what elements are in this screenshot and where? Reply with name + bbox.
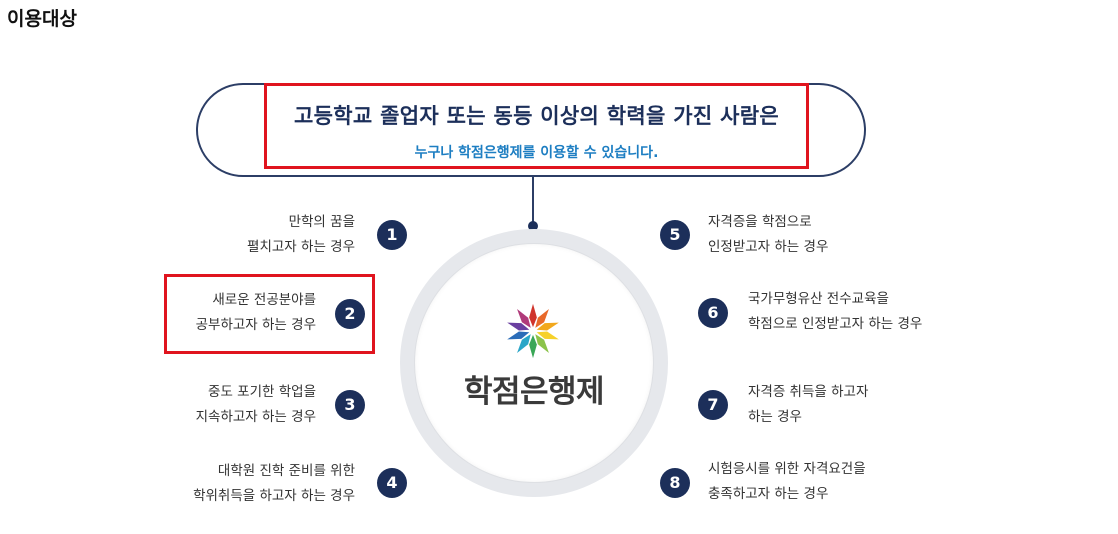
item-1-badge: 1 bbox=[377, 220, 407, 250]
credit-bank-logo-icon bbox=[507, 303, 559, 359]
item-7-badge: 7 bbox=[698, 390, 728, 420]
item-6-badge: 6 bbox=[698, 298, 728, 328]
item-4-badge: 4 bbox=[377, 468, 407, 498]
item-8-badge: 8 bbox=[660, 468, 690, 498]
banner-headline: 고등학교 졸업자 또는 동등 이상의 학력을 가진 사람은 bbox=[294, 104, 779, 128]
highlight-box-item-2 bbox=[164, 274, 375, 354]
banner-subline: 누구나 학점은행제를 이용할 수 있습니다. bbox=[414, 145, 659, 161]
center-title: 학점은행제 bbox=[463, 374, 605, 410]
item-3-badge: 3 bbox=[335, 390, 365, 420]
highlight-box-banner bbox=[264, 83, 809, 169]
center-ring-inner bbox=[414, 243, 654, 483]
connector-line bbox=[532, 177, 534, 225]
item-2-badge: 2 bbox=[335, 299, 365, 329]
section-title: 이용대상 bbox=[7, 8, 77, 30]
item-5-badge: 5 bbox=[660, 220, 690, 250]
connector-dot bbox=[528, 221, 538, 231]
